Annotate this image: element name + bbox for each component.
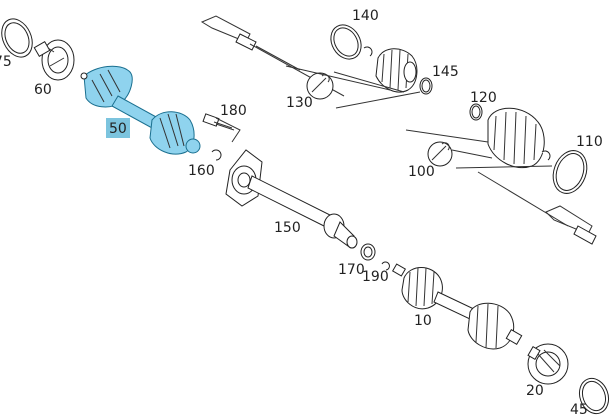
callout-45[interactable]: 45 — [570, 402, 588, 415]
callout-110[interactable]: 110 — [576, 134, 603, 150]
part-110-clamp[interactable] — [547, 146, 592, 198]
part-160-circlip[interactable] — [211, 149, 222, 161]
callout-20[interactable]: 20 — [526, 383, 544, 399]
part-10-inner-joint[interactable] — [391, 263, 523, 350]
callout-140[interactable]: 140 — [352, 8, 379, 24]
part-boot-outer[interactable] — [375, 48, 418, 93]
part-130-wrench[interactable] — [306, 72, 334, 100]
part-100-wrench[interactable] — [427, 141, 453, 167]
tool-strip-bottom — [545, 205, 597, 245]
callout-50-highlight — [106, 118, 130, 138]
callout-160[interactable]: 160 — [188, 163, 215, 179]
leader-100-group — [405, 129, 569, 227]
part-135-small-ring[interactable] — [363, 46, 373, 57]
part-50-driveshaft[interactable] — [80, 65, 201, 155]
part-145-clamp[interactable] — [419, 77, 433, 95]
callout-170[interactable]: 170 — [338, 262, 365, 278]
part-170-ring[interactable] — [360, 243, 376, 261]
callout-75[interactable]: 75 — [0, 54, 12, 70]
part-140-clamp[interactable] — [325, 19, 367, 64]
leader-130-group — [285, 65, 421, 109]
part-120-clamp[interactable] — [469, 103, 483, 121]
part-180-bolt[interactable] — [202, 113, 235, 131]
part-20-outer-joint[interactable] — [527, 343, 569, 385]
callout-180[interactable]: 180 — [220, 103, 247, 119]
callout-120[interactable]: 120 — [470, 90, 497, 106]
callout-145[interactable]: 145 — [432, 64, 459, 80]
part-150-shaft[interactable] — [225, 149, 358, 249]
part-75-ring[interactable] — [0, 14, 38, 62]
tool-strip-top — [200, 15, 345, 97]
part-inner-boot[interactable] — [487, 107, 551, 168]
callout-10[interactable]: 10 — [414, 313, 432, 329]
leader-180 — [215, 117, 241, 143]
part-45-ring[interactable] — [575, 374, 612, 415]
callout-100[interactable]: 100 — [408, 164, 435, 180]
callout-130[interactable]: 130 — [286, 95, 313, 111]
callout-150[interactable]: 150 — [274, 220, 301, 236]
callout-50[interactable]: 50 — [109, 121, 127, 137]
part-60-joint[interactable] — [33, 39, 75, 81]
part-190-circlip[interactable] — [381, 261, 390, 271]
callout-60[interactable]: 60 — [34, 82, 52, 98]
callout-190[interactable]: 190 — [362, 269, 389, 285]
